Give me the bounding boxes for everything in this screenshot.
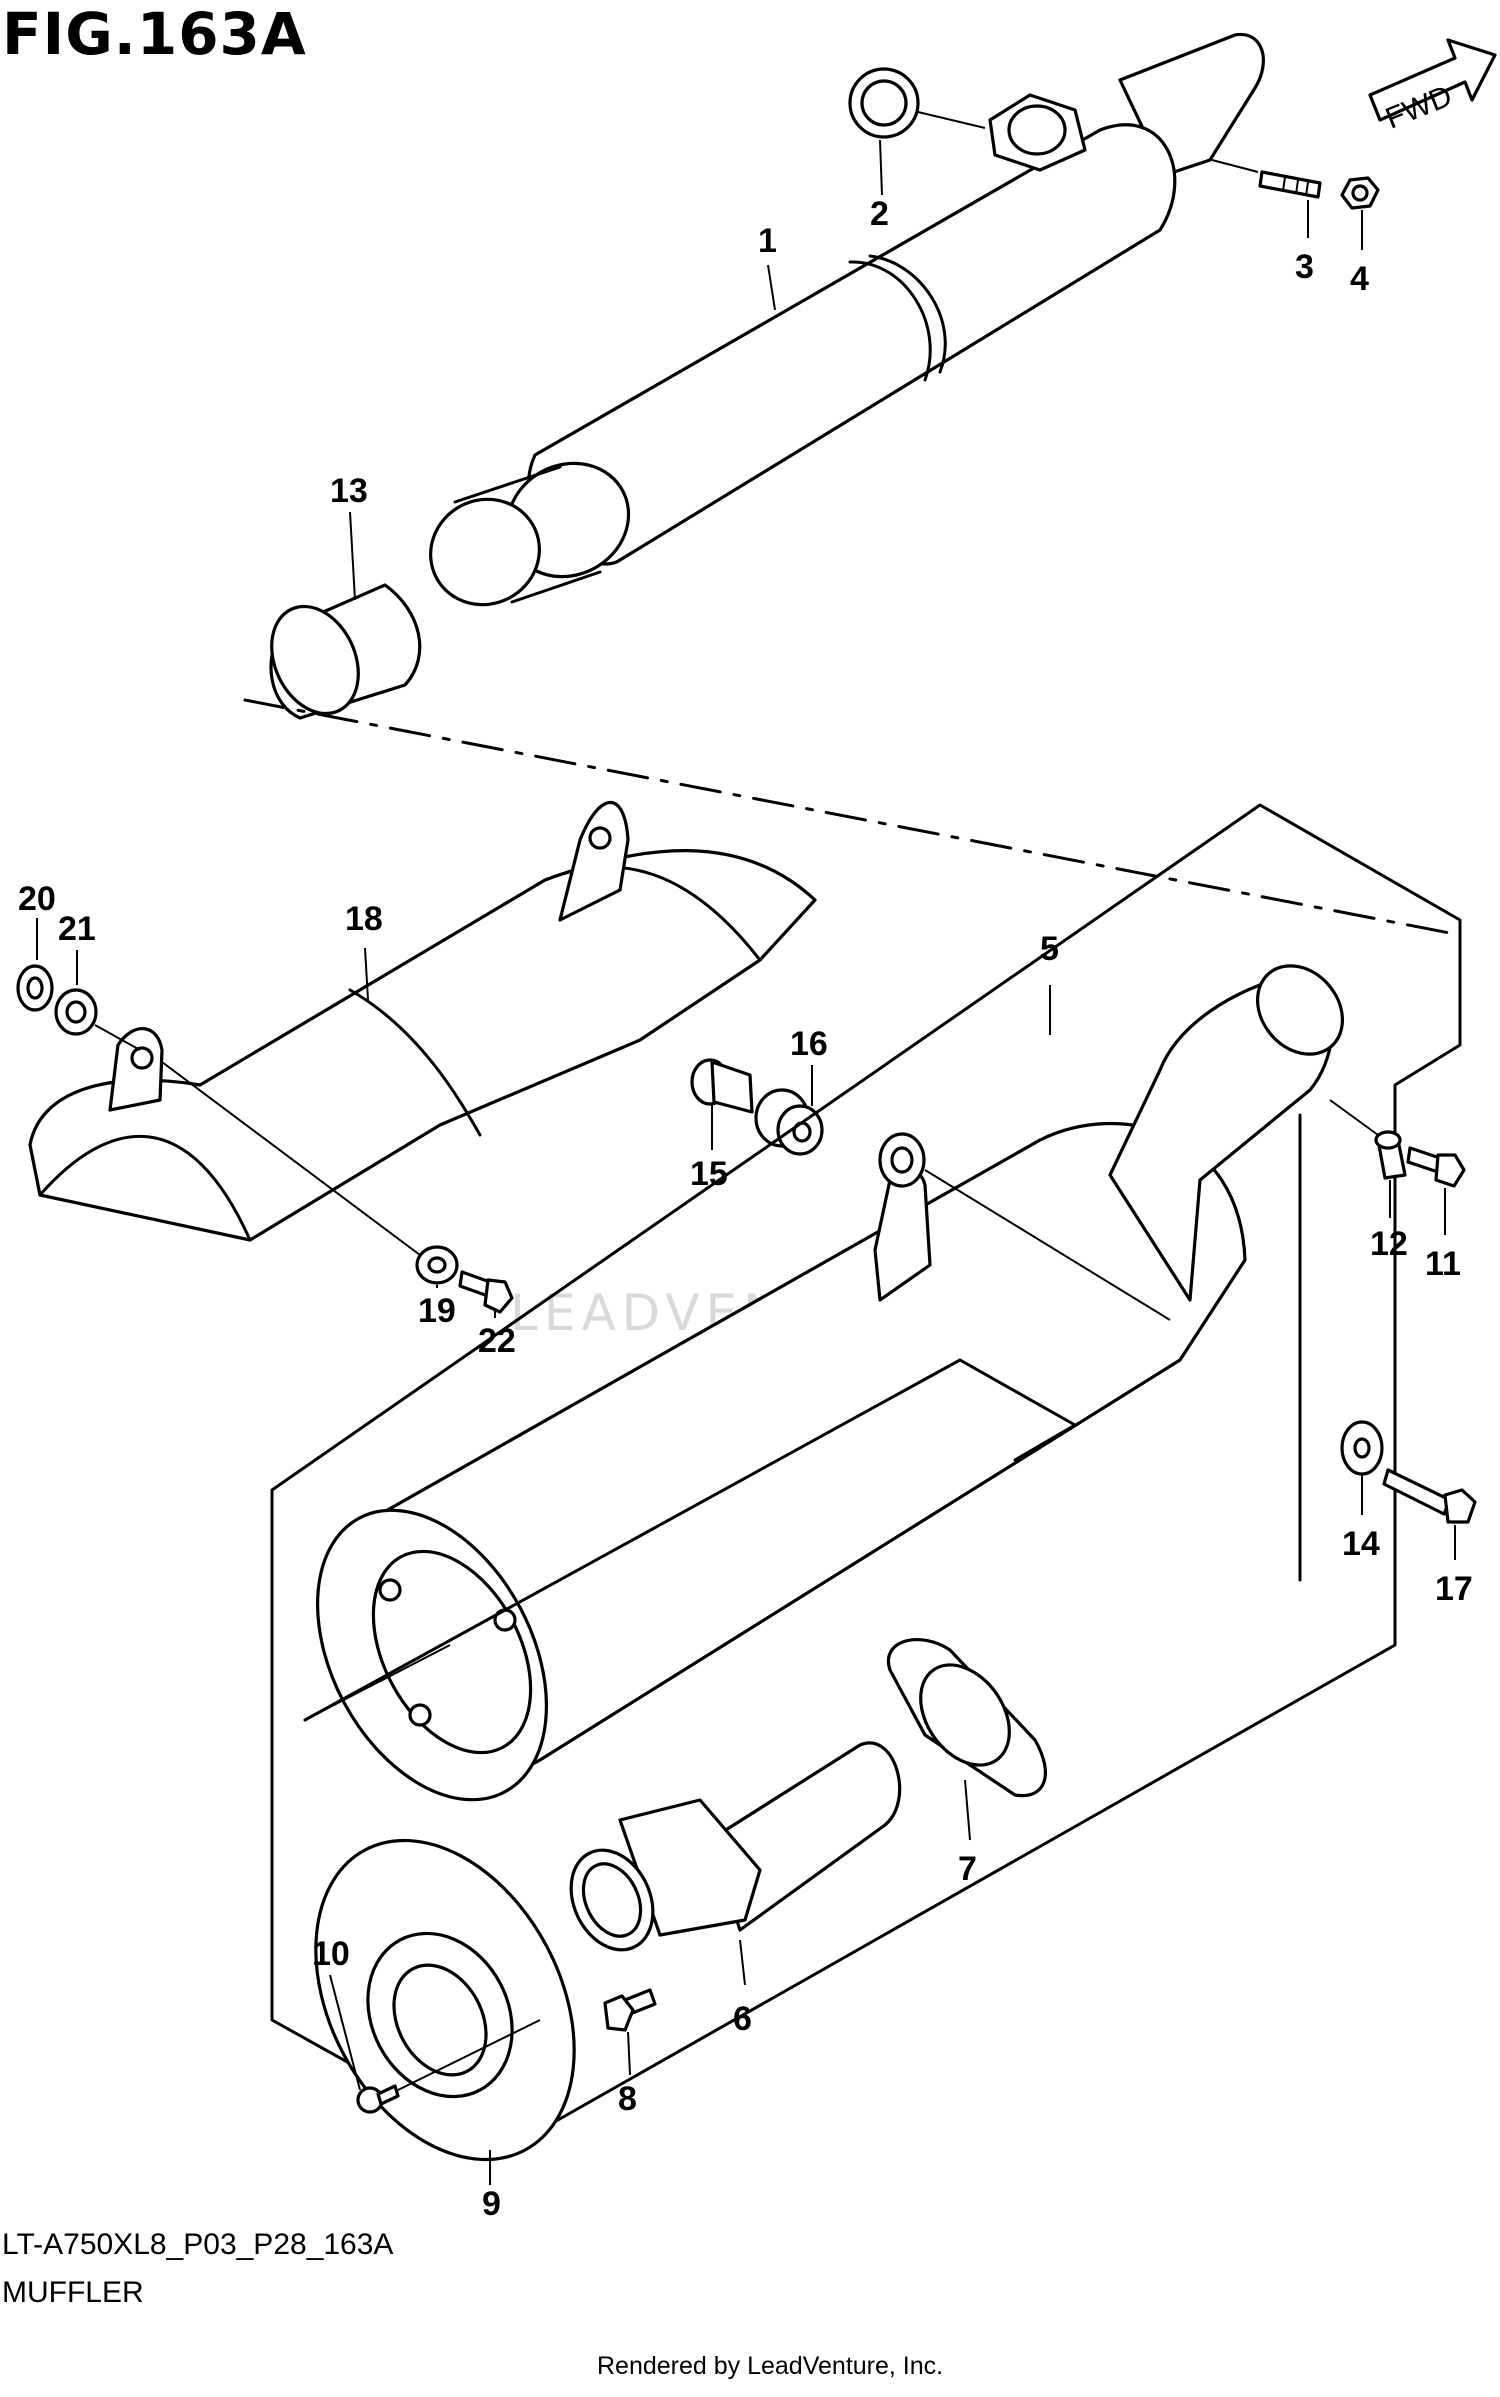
model-code: LT-A750XL8_P03_P28_163A bbox=[2, 2228, 394, 2261]
gasket-part-7 bbox=[886, 1638, 1047, 1798]
stud-bolt-part-3 bbox=[1211, 159, 1322, 199]
callout-9: 9 bbox=[482, 2185, 501, 2223]
spark-arrester-part-6 bbox=[569, 1741, 902, 1952]
washer-part-20 bbox=[16, 964, 54, 1012]
exhaust-pipe-part-1 bbox=[429, 32, 1265, 607]
callout-16: 16 bbox=[790, 1025, 828, 1063]
callout-8: 8 bbox=[618, 2080, 637, 2118]
collar-part-21 bbox=[54, 988, 98, 1036]
collar-part-12 bbox=[1374, 1130, 1407, 1180]
callout-17: 17 bbox=[1435, 1570, 1473, 1608]
washer-part-14 bbox=[1340, 1420, 1384, 1476]
heat-shield-part-18 bbox=[28, 800, 817, 1242]
nut-part-4 bbox=[1340, 176, 1380, 210]
spark-arrester-group-outline bbox=[303, 1358, 1077, 1722]
muffler-body-part-5 bbox=[315, 964, 1345, 1802]
head-pipe-flange bbox=[988, 93, 1087, 172]
section-name: MUFFLER bbox=[2, 2276, 144, 2309]
callout-6: 6 bbox=[733, 2000, 752, 2038]
callout-21: 21 bbox=[58, 910, 96, 948]
sleeve-part-15 bbox=[690, 1058, 754, 1114]
callout-10: 10 bbox=[312, 1935, 350, 1973]
washer-part-19 bbox=[415, 1245, 459, 1285]
callout-3: 3 bbox=[1295, 248, 1314, 286]
callout-1: 1 bbox=[758, 222, 777, 260]
bolt-part-11 bbox=[1406, 1146, 1466, 1188]
connector-pipe-part-13 bbox=[269, 583, 422, 720]
callout-4: 4 bbox=[1350, 260, 1369, 298]
callout-14: 14 bbox=[1342, 1525, 1380, 1563]
callout-19: 19 bbox=[418, 1292, 456, 1330]
callout-22: 22 bbox=[478, 1322, 516, 1360]
callout-12: 12 bbox=[1370, 1225, 1408, 1263]
leader-lines bbox=[36, 139, 1456, 2185]
callout-20: 20 bbox=[18, 880, 56, 918]
callout-11: 11 bbox=[1425, 1245, 1461, 1283]
callout-7: 7 bbox=[958, 1850, 977, 1888]
callout-numbers: 1 2 3 4 5 6 7 8 9 10 11 12 13 14 15 16 1… bbox=[18, 195, 1473, 2223]
fwd-direction-arrow: FWD bbox=[1368, 38, 1497, 136]
callout-13: 13 bbox=[330, 472, 368, 510]
figure-title: FIG.163A bbox=[2, 0, 307, 68]
end-cap-part-9 bbox=[314, 1838, 576, 2162]
screw-part-10 bbox=[356, 2084, 400, 2114]
callout-5: 5 bbox=[1040, 930, 1059, 968]
screw-part-8 bbox=[603, 1988, 657, 2032]
gasket-part-2 bbox=[848, 67, 986, 139]
bolt-part-17 bbox=[1382, 1468, 1477, 1524]
callout-2: 2 bbox=[870, 195, 889, 233]
render-credit: Rendered by LeadVenture, Inc. bbox=[597, 2352, 944, 2380]
callout-15: 15 bbox=[690, 1155, 728, 1193]
callout-18: 18 bbox=[345, 900, 383, 938]
bolt-part-22 bbox=[458, 1270, 514, 1314]
